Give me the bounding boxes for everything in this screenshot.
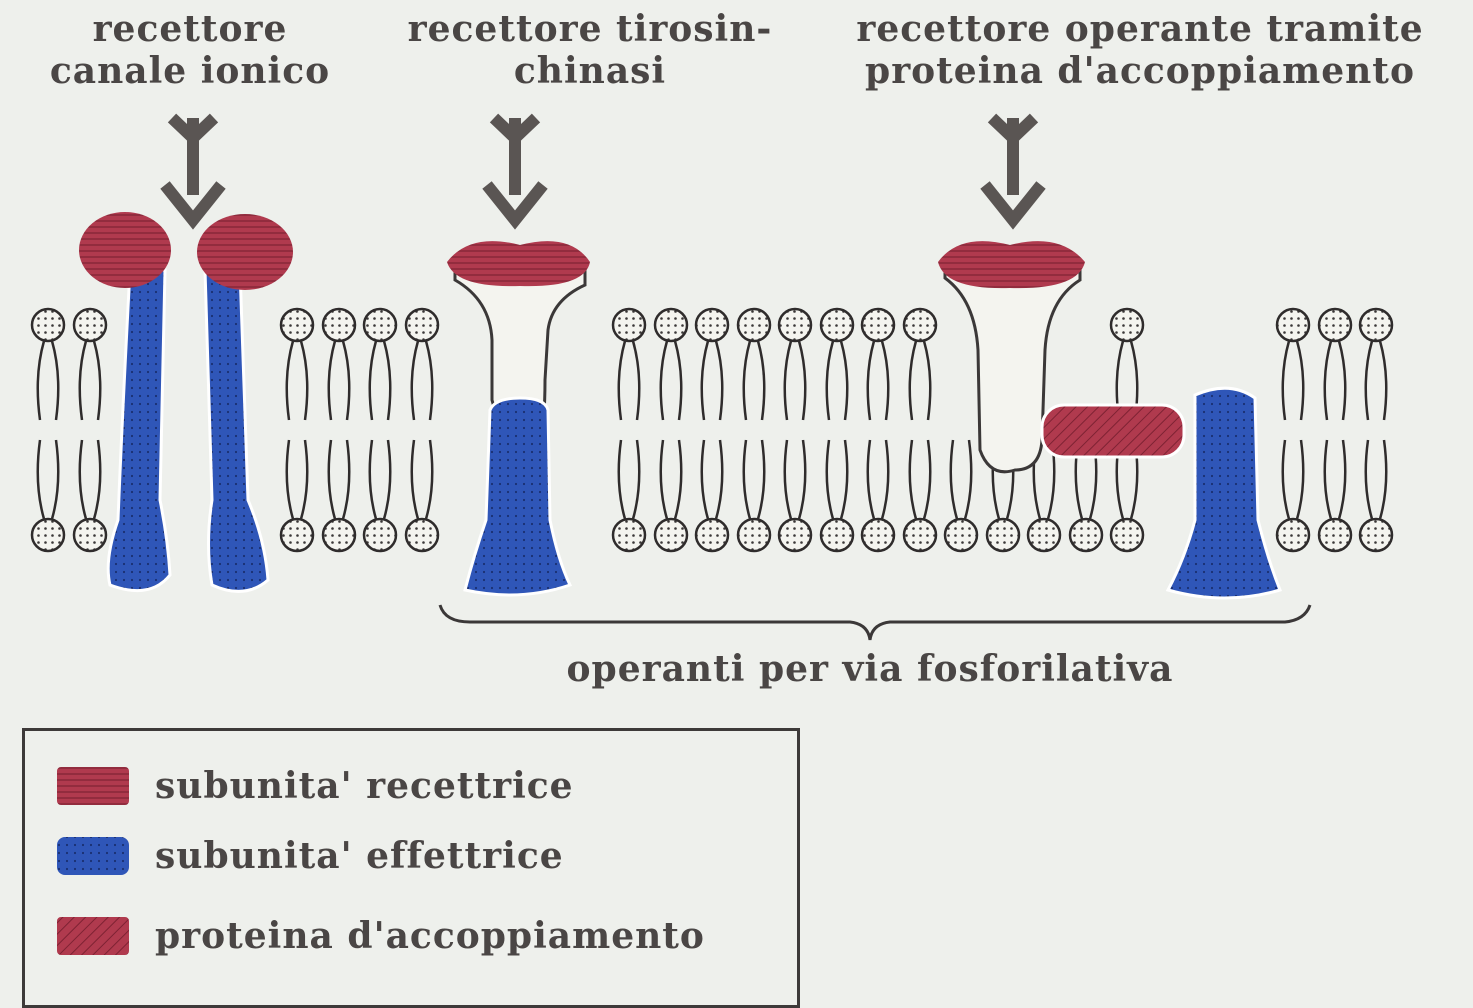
effector-subunit-tyrosine xyxy=(465,398,570,595)
ion-channel-receptor xyxy=(79,118,293,591)
phospholipid xyxy=(821,309,853,420)
phospholipid xyxy=(655,309,687,420)
phospholipid xyxy=(323,309,355,420)
phospholipid xyxy=(945,440,977,551)
receptor-subunit-swatch xyxy=(55,763,131,809)
legend: subunita' recettrice subunita' effettric… xyxy=(22,728,800,1008)
legend-item-receptor-subunit: subunita' recettrice xyxy=(55,761,574,811)
phospholipid xyxy=(779,309,811,420)
receptor-subunit-right xyxy=(197,214,293,290)
phosphorylation-brace xyxy=(440,605,1310,640)
phospholipid xyxy=(655,440,687,551)
effector-subunit-coupling xyxy=(1168,388,1280,598)
phospholipid xyxy=(281,440,313,551)
legend-item-effector-subunit: subunita' effettrice xyxy=(55,831,564,881)
phospholipid xyxy=(1319,440,1351,551)
phospholipid xyxy=(1319,309,1351,420)
label-phosphorylation: operanti per via fosforilativa xyxy=(430,648,1310,690)
coupling-protein-swatch xyxy=(55,913,131,959)
receptor-subunit-coupling xyxy=(938,241,1085,288)
phospholipid xyxy=(821,440,853,551)
phospholipid xyxy=(1111,309,1143,420)
phospholipid xyxy=(74,309,106,420)
phospholipid xyxy=(738,440,770,551)
ligand-arrow-coupling xyxy=(985,118,1041,220)
phospholipid xyxy=(696,309,728,420)
phospholipid xyxy=(613,440,645,551)
phospholipid xyxy=(613,309,645,420)
legend-item-coupling-protein: proteina d'accoppiamento xyxy=(55,911,705,961)
phospholipid xyxy=(1277,440,1309,551)
phospholipid xyxy=(862,440,894,551)
phospholipid xyxy=(862,309,894,420)
phospholipid xyxy=(696,440,728,551)
phospholipid xyxy=(32,440,64,551)
phospholipid xyxy=(74,440,106,551)
effector-subunit-left xyxy=(108,270,170,591)
phospholipid xyxy=(32,309,64,420)
phospholipid xyxy=(364,440,396,551)
phospholipid xyxy=(1277,309,1309,420)
ligand-arrow-tyrosine xyxy=(487,118,543,220)
phospholipid xyxy=(323,440,355,551)
phospholipid xyxy=(904,440,936,551)
ligand-arrow-ion xyxy=(165,118,221,220)
phospholipid xyxy=(904,309,936,420)
phospholipid xyxy=(364,309,396,420)
phospholipid xyxy=(1360,309,1392,420)
effector-subunit-swatch xyxy=(55,833,131,879)
phospholipid xyxy=(281,309,313,420)
receptor-subunit-tyrosine xyxy=(447,241,590,286)
effector-subunit-right xyxy=(205,270,268,591)
receptor-subunit-left xyxy=(79,212,171,288)
tyrosine-kinase-receptor xyxy=(447,118,590,595)
coupling-protein xyxy=(1042,405,1184,457)
phospholipid xyxy=(779,440,811,551)
phospholipid xyxy=(1360,440,1392,551)
phospholipid xyxy=(406,440,438,551)
phospholipid xyxy=(406,309,438,420)
phospholipid xyxy=(738,309,770,420)
